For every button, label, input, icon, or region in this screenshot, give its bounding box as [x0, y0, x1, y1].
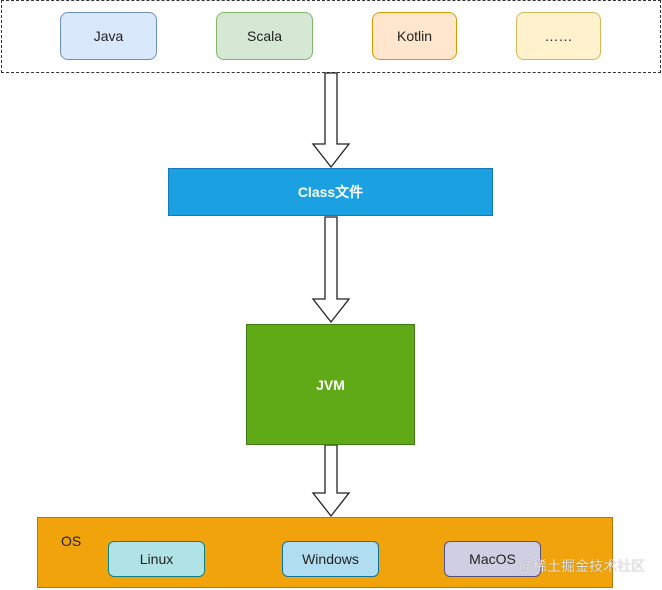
- os-linux: Linux: [108, 541, 205, 577]
- os-windows: Windows: [282, 541, 379, 577]
- arrow-down-icon: [311, 216, 351, 324]
- jvm-box: JVM: [246, 324, 415, 445]
- os-label: OS: [61, 533, 82, 549]
- lang-scala: Scala: [216, 12, 313, 60]
- arrow-down-icon: [311, 444, 351, 518]
- lang-more: ……: [516, 12, 601, 60]
- watermark: @稀土掘金技术社区: [518, 558, 645, 574]
- lang-kotlin: Kotlin: [372, 12, 457, 60]
- arrow-down-icon: [311, 72, 351, 169]
- lang-java: Java: [60, 12, 157, 60]
- os-macos: MacOS: [444, 541, 541, 577]
- class-file-box: Class文件: [168, 168, 493, 216]
